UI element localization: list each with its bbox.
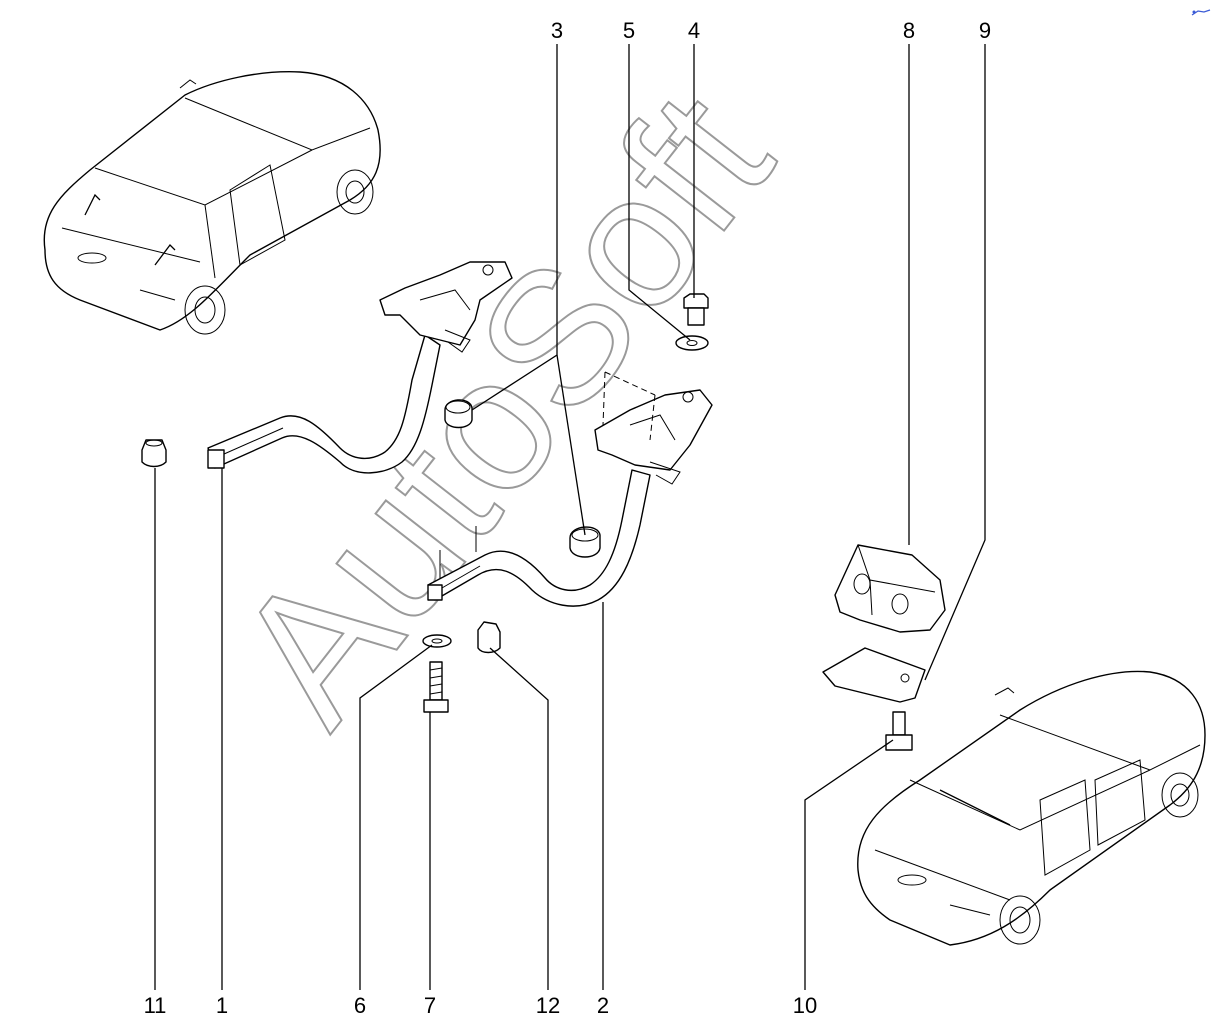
bracket-part-8: [834, 544, 946, 633]
washer-part-6: [422, 634, 452, 648]
rubber-stop-part-11: [141, 439, 167, 468]
callout-10: 10: [793, 993, 817, 1018]
callout-labels: 3 5 4 8 9 11 1 6 7 12 2 10: [144, 18, 992, 1018]
callout-2: 2: [597, 993, 609, 1018]
callout-11: 11: [144, 993, 167, 1018]
hinge-arm-part-2: [427, 371, 713, 607]
bolt-part-10: [885, 711, 913, 751]
bolt-part-4: [683, 293, 709, 326]
callout-9: 9: [979, 18, 991, 43]
callout-7: 7: [424, 993, 436, 1018]
stop-part-12: [477, 621, 501, 654]
callout-4: 4: [688, 18, 700, 43]
hinge-arm-part-1: [207, 261, 513, 474]
callout-3: 3: [551, 18, 563, 43]
bush-right: [569, 526, 601, 558]
washer-part-5: [675, 335, 709, 351]
car-top-left-illustration: [43, 71, 381, 335]
callout-5: 5: [623, 18, 635, 43]
screw-part-7: [423, 661, 449, 713]
callout-12: 12: [536, 993, 560, 1018]
callout-8: 8: [903, 18, 915, 43]
callout-1: 1: [216, 993, 228, 1018]
plate-part-9: [822, 647, 926, 703]
leader-lines: [154, 44, 986, 990]
bush-left: [444, 399, 473, 429]
car-bottom-right-illustration: [857, 670, 1206, 946]
callout-6: 6: [354, 993, 366, 1018]
brand-mark-icon: [1191, 9, 1211, 16]
